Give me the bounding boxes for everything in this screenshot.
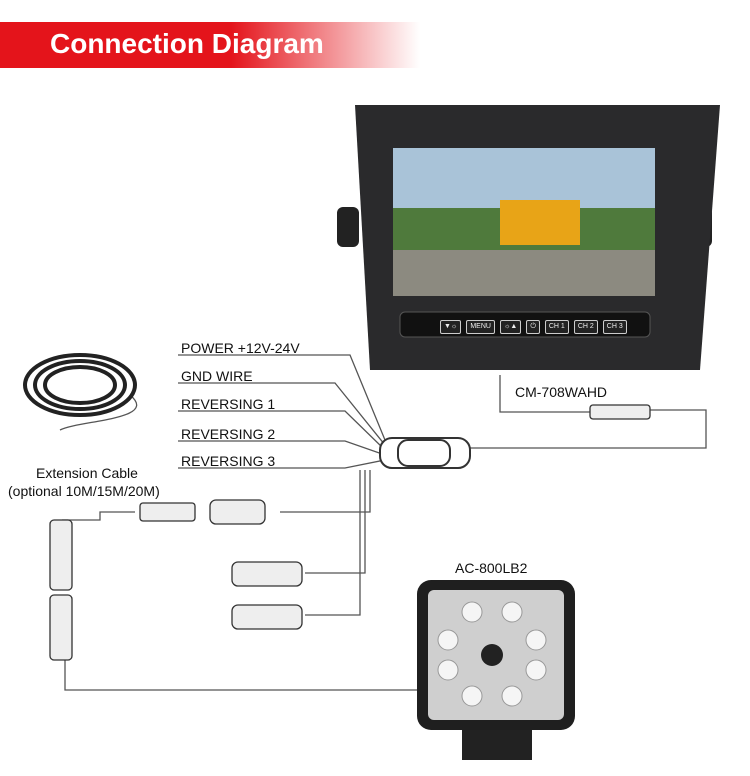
menu-button[interactable]: MENU (466, 320, 495, 334)
extension-cable-coil (23, 353, 137, 417)
wire-label-power: POWER +12V-24V (181, 340, 300, 356)
wire-label-reversing-2: REVERSING 2 (181, 426, 276, 442)
ch1-button[interactable]: CH 1 (544, 320, 569, 334)
camera (417, 580, 575, 760)
title-banner: Connection Diagram (0, 22, 420, 68)
connector-box (379, 437, 471, 469)
page-title: Connection Diagram (50, 28, 324, 59)
camera-model-label: AC-800LB2 (455, 560, 528, 576)
ch2-button[interactable]: CH 2 (573, 320, 598, 334)
brightness-up-button[interactable]: ☼▲ (499, 320, 522, 334)
brightness-down-button[interactable]: ▼☼ (440, 320, 462, 334)
wire-label-reversing-3: REVERSING 3 (181, 453, 276, 469)
extension-cable-note: (optional 10M/15M/20M) (8, 483, 160, 499)
extension-cable-label: Extension Cable (36, 465, 138, 481)
monitor-buttons: ▼☼ MENU ☼▲ ⏻ CH 1 CH 2 CH 3 (440, 320, 627, 334)
wire-label-gnd: GND WIRE (181, 368, 253, 384)
power-button[interactable]: ⏻ (526, 320, 540, 334)
connectors (49, 404, 651, 661)
ch3-button[interactable]: CH 3 (602, 320, 627, 334)
wire-label-reversing-1: REVERSING 1 (181, 396, 276, 412)
monitor-model-label: CM-708WAHD (515, 384, 608, 400)
